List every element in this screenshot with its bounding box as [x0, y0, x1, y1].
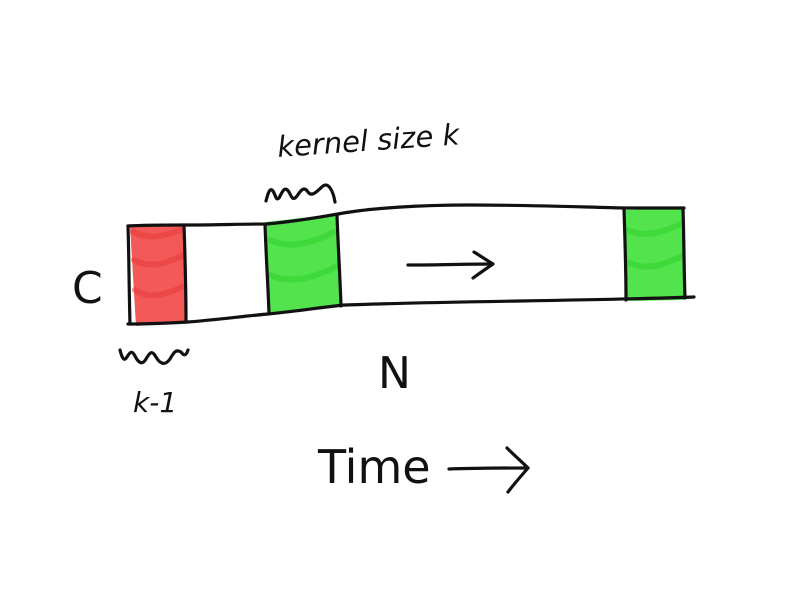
padding-block — [130, 224, 187, 326]
kernel-window-start — [266, 214, 340, 313]
time-label: Time — [317, 440, 431, 494]
kernel-size-label: kernel size k — [276, 117, 461, 164]
padding-brace — [118, 348, 190, 365]
channels-label: C — [72, 263, 103, 314]
time-arrow — [447, 446, 530, 494]
kernel-window-end — [624, 208, 685, 301]
length-label: N — [378, 348, 411, 399]
sequence-tensor — [126, 203, 696, 326]
padding-label: k-1 — [133, 386, 177, 419]
kernel-brace — [264, 183, 337, 204]
slide-arrow — [406, 250, 495, 280]
